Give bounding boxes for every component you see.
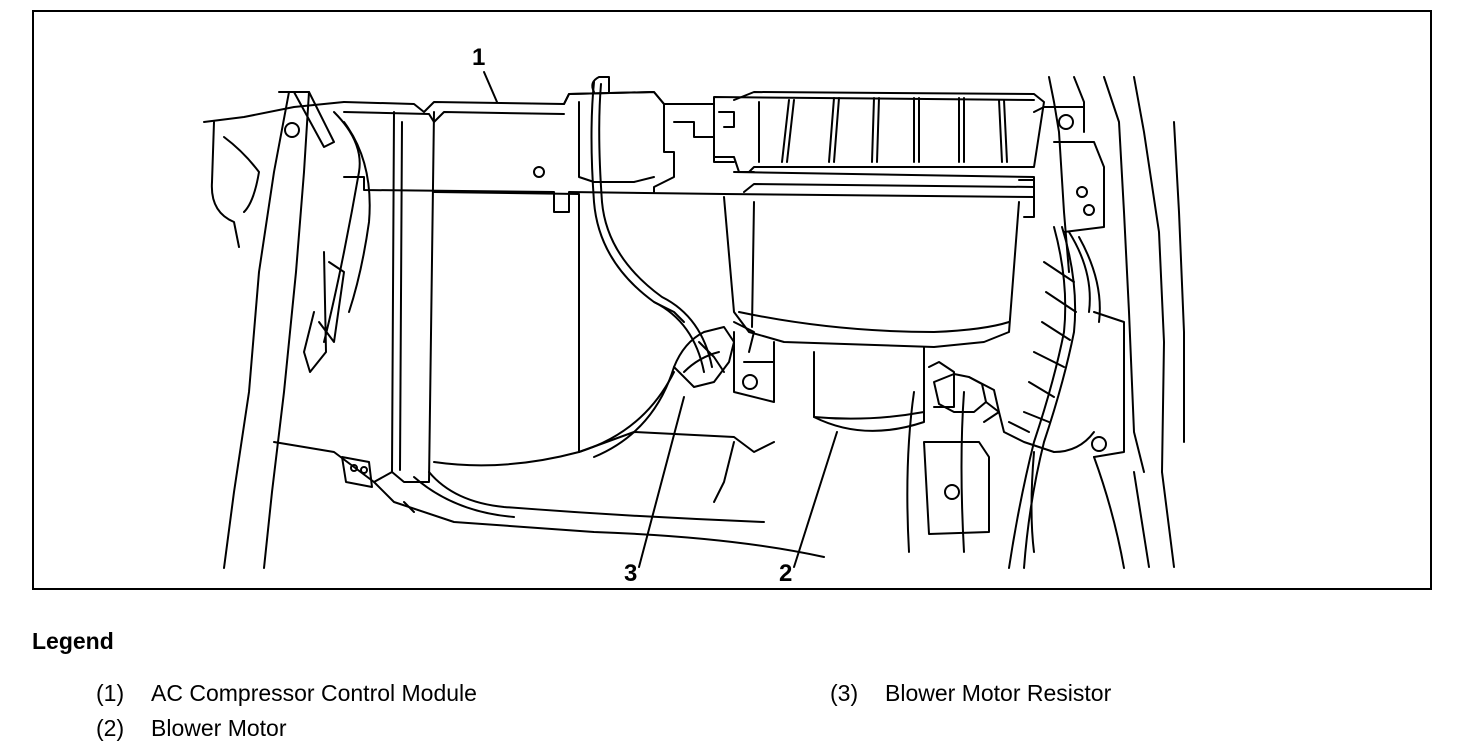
legend-entry-text: AC Compressor Control Module [151, 680, 477, 706]
legend-entry-3: (3) Blower Motor Resistor [830, 680, 1111, 707]
diagram-frame: 1 3 2 [32, 10, 1432, 590]
blower-motor-housing [723, 196, 1020, 432]
blower-motor-resistor [593, 321, 755, 458]
ac-compressor-control-module [533, 76, 1045, 218]
hvac-case [273, 91, 1035, 558]
callout-3: 3 [624, 560, 638, 587]
right-pillar-structure [1033, 76, 1185, 569]
wire-harness-right [1008, 226, 1101, 569]
legend-entry-1: (1) AC Compressor Control Module [96, 680, 477, 707]
legend-entry-text: Blower Motor [151, 715, 287, 741]
blower-assembly-drawing [203, 71, 1185, 569]
callout-1: 1 [472, 44, 486, 71]
legend-entry-text: Blower Motor Resistor [885, 680, 1112, 706]
callout-leaders [483, 71, 838, 568]
legend-entry-2: (2) Blower Motor [96, 715, 286, 742]
legend-entry-number: (2) [96, 715, 125, 741]
left-pillar-structure [203, 91, 371, 569]
legend-entry-number: (3) [830, 680, 859, 706]
wire-harness-center [590, 81, 713, 373]
legend-title: Legend [32, 628, 114, 654]
lower-floor-structure [578, 391, 990, 553]
callout-2: 2 [779, 560, 793, 587]
legend-entry-number: (1) [96, 680, 125, 706]
